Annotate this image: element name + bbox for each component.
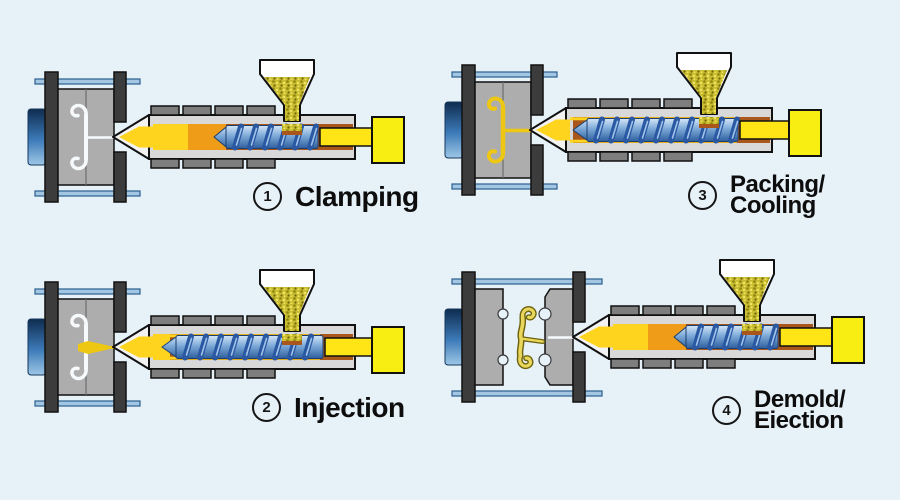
nozzle [529, 107, 570, 153]
injection-molding-machine [444, 52, 822, 196]
stage-number-circle: 1 [253, 182, 282, 211]
reciprocating-screw [161, 333, 324, 361]
injection-unit [112, 269, 405, 379]
front-platen [572, 271, 586, 403]
injection-ram [324, 326, 405, 374]
clamp-cylinder [27, 318, 47, 376]
ram-rod [319, 127, 375, 147]
stage-label-packing-cooling: 3 Packing/ Cooling [688, 171, 825, 219]
tie-bars [451, 278, 603, 397]
injection-molding-machine [27, 59, 405, 203]
hopper [676, 52, 732, 128]
hopper [259, 59, 315, 135]
ram-rod [779, 327, 835, 347]
machine-packing-cooling-stage [437, 45, 857, 215]
stage-label-demold-ejection: 4 Demold/ Eiection [712, 386, 846, 434]
reciprocating-screw [213, 123, 319, 151]
stage-title: Demold/ Eiection [754, 386, 846, 434]
heater-bands [610, 305, 736, 369]
hopper [719, 259, 775, 335]
mold-cavity-filled [486, 96, 533, 164]
rear-platen [44, 281, 59, 413]
ram-block [788, 109, 822, 157]
front-platen [530, 64, 544, 196]
ram-block [371, 326, 405, 374]
ram-block [371, 116, 405, 164]
granule-feed [282, 124, 302, 131]
injection-ram [739, 109, 822, 157]
nozzle [112, 324, 153, 370]
rear-platen [461, 271, 476, 403]
front-platen [113, 281, 127, 413]
granule-feed [282, 334, 302, 341]
injection-ram [779, 316, 865, 364]
granule-feed [742, 324, 762, 331]
nozzle [572, 314, 613, 360]
nozzle [112, 114, 153, 160]
heater-bands [150, 105, 276, 169]
mold [57, 298, 116, 396]
mold-cavity-empty [70, 103, 116, 171]
stage-label-injection: 2 Injection [252, 393, 405, 422]
stage-label-clamping: 1 Clamping [253, 182, 419, 211]
injection-molding-machine [27, 269, 405, 413]
clamp-cylinder [444, 308, 464, 366]
tie-bars [451, 71, 558, 190]
injection-ram [319, 116, 405, 164]
rear-platen [44, 71, 59, 203]
injection-unit [572, 259, 865, 369]
stage-number-circle: 2 [252, 393, 281, 422]
heater-bands [567, 98, 693, 162]
clamp-cylinder [27, 108, 47, 166]
machine-injection-stage [20, 262, 440, 432]
hopper [259, 269, 315, 345]
machine-clamping-stage [20, 52, 440, 222]
ram-rod [739, 120, 792, 140]
tie-bars [34, 288, 141, 407]
heater-bands [150, 315, 276, 379]
stage-number-circle: 3 [688, 180, 717, 210]
mold [474, 81, 533, 179]
stage-number-circle: 4 [712, 395, 741, 425]
clamp-cylinder [444, 101, 464, 159]
front-platen [113, 71, 127, 203]
stage-title: Clamping [295, 180, 419, 212]
injection-unit [529, 52, 822, 162]
ram-rod [324, 337, 375, 357]
stage-title: Injection [294, 391, 405, 423]
mold-half-moving [474, 288, 504, 386]
granule-feed [699, 117, 719, 124]
mold [57, 88, 116, 186]
mold-open [474, 288, 575, 386]
reciprocating-screw [673, 323, 779, 351]
ram-block [831, 316, 865, 364]
tie-bars [34, 78, 141, 197]
injection-molding-machine [444, 259, 865, 403]
rear-platen [461, 64, 476, 196]
stage-title: Packing/ Cooling [730, 171, 825, 219]
injection-unit [112, 59, 405, 169]
mold-cavity-filling [70, 313, 116, 381]
machine-demold-ejection-stage [437, 252, 900, 422]
ejected-part [516, 306, 546, 370]
